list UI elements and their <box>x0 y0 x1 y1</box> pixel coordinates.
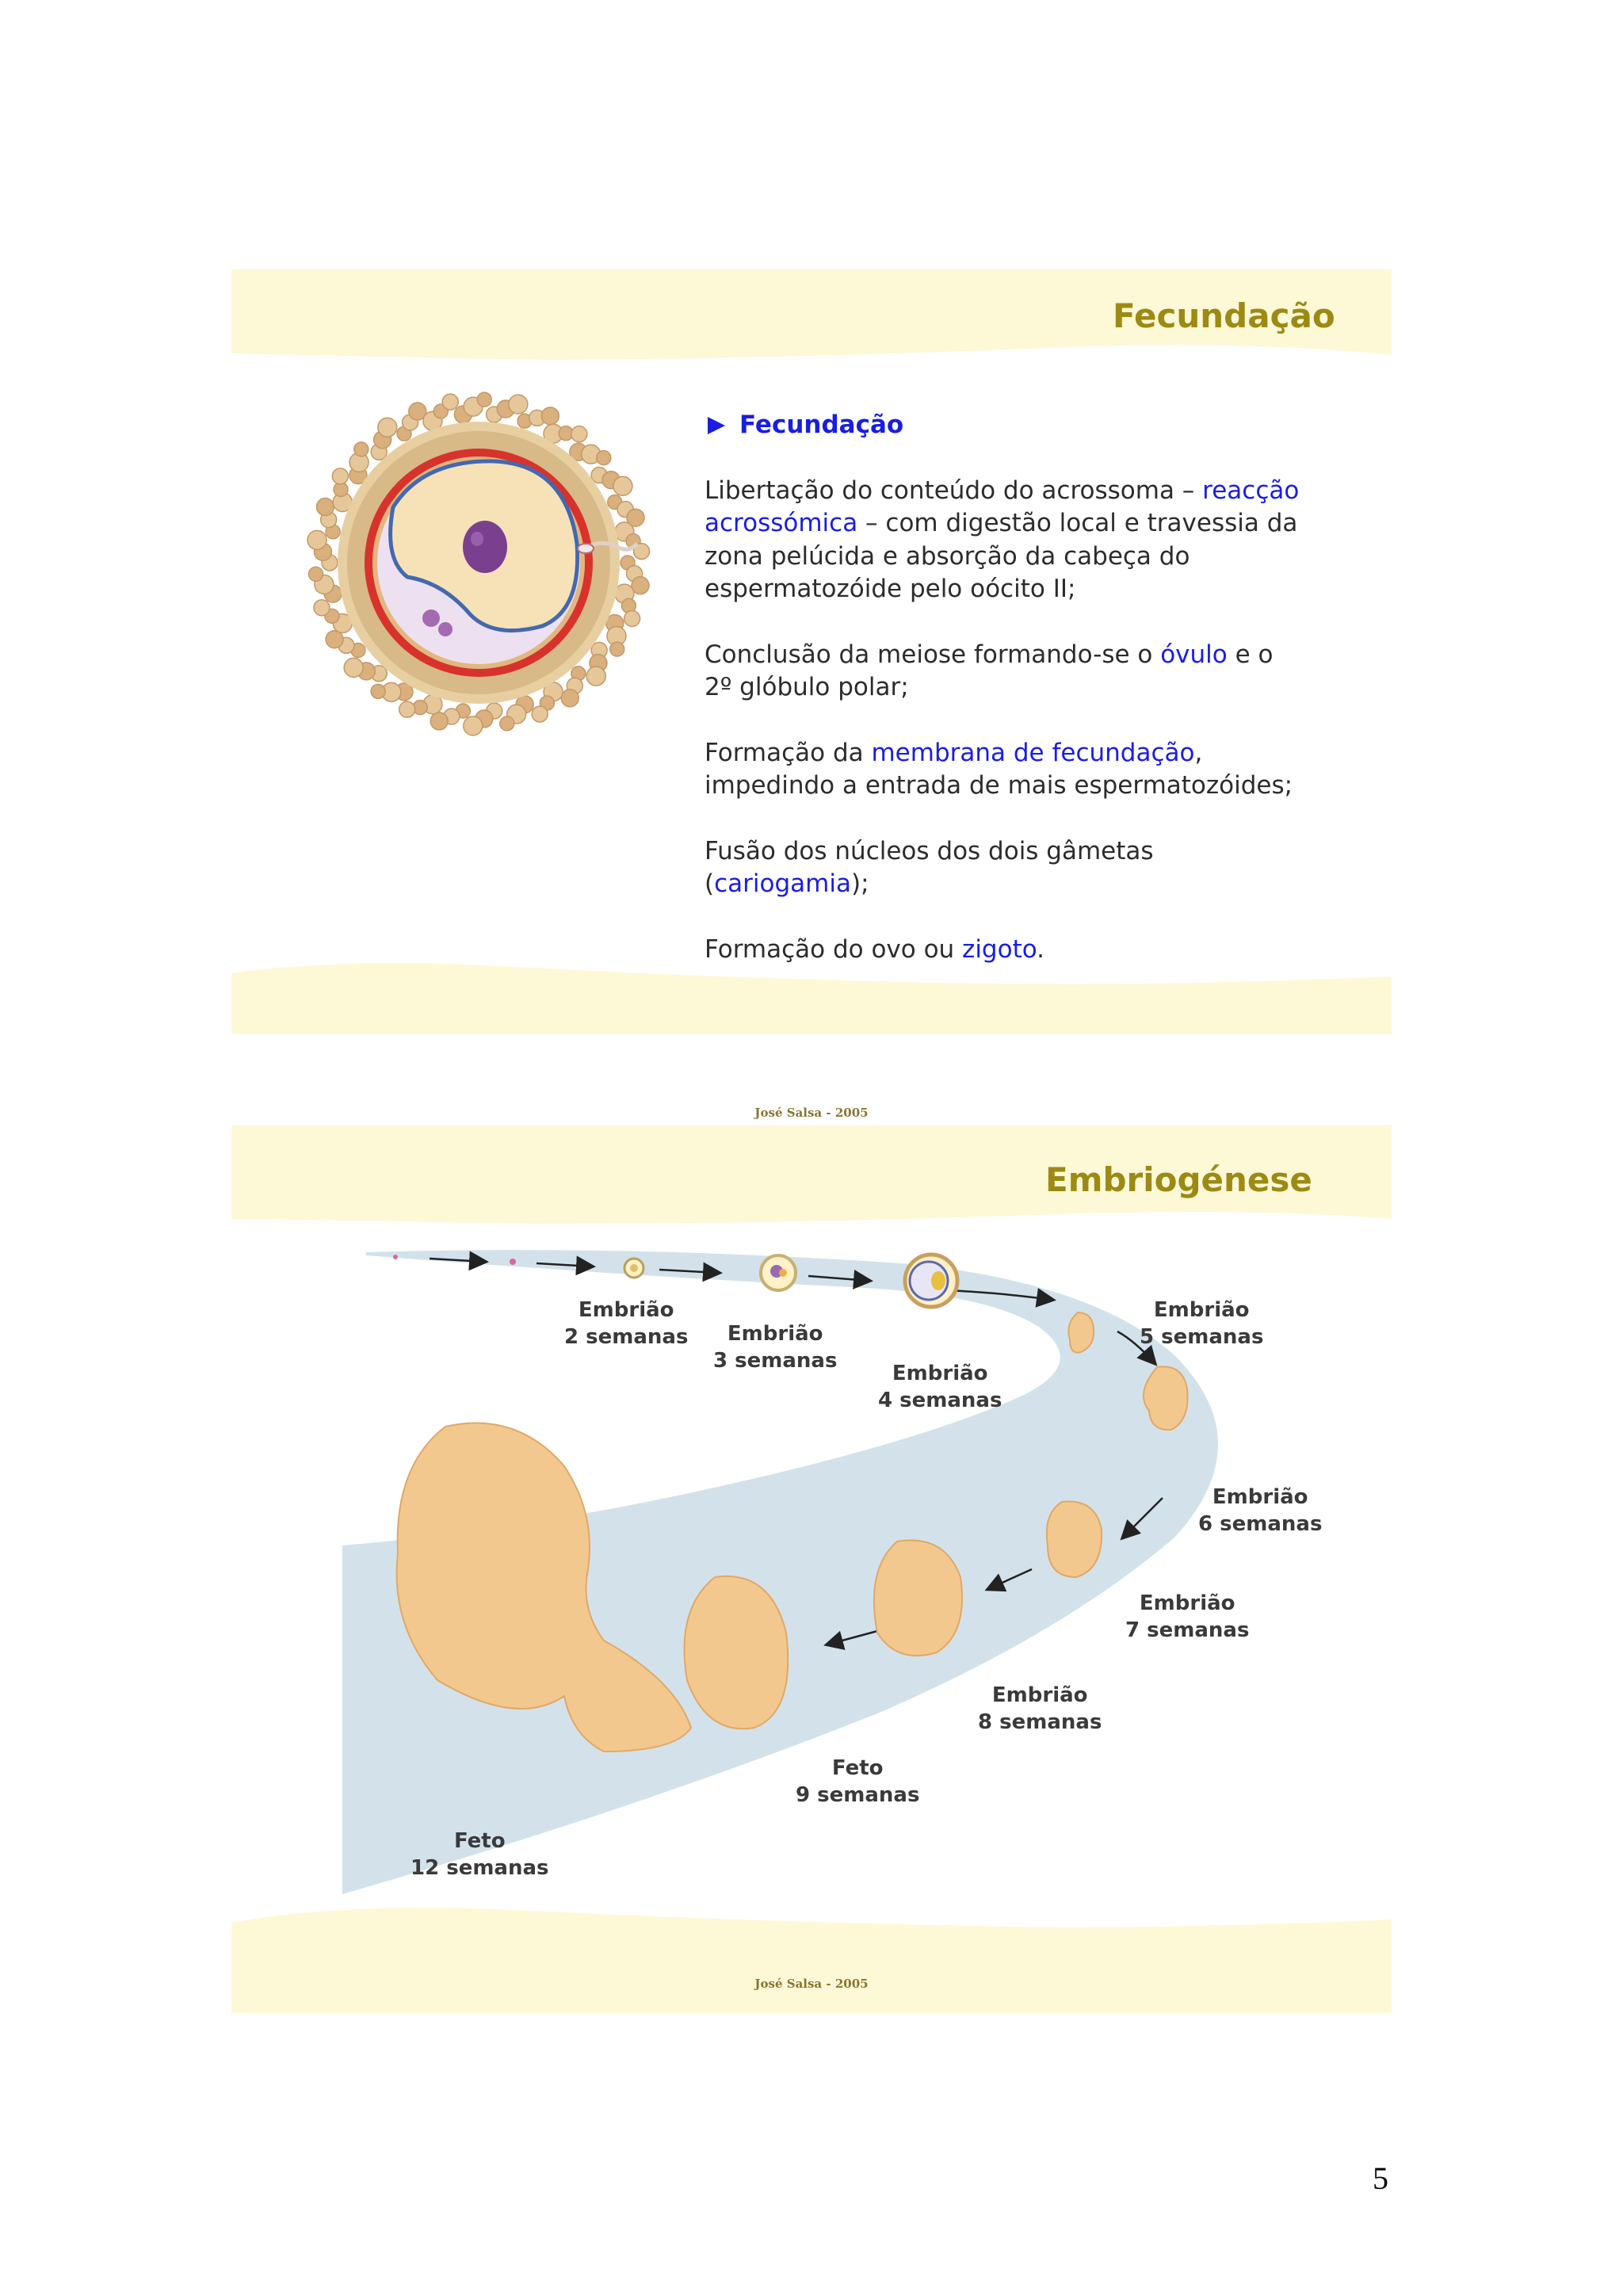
corona-cell <box>508 394 529 415</box>
stage-name: Embrião <box>1139 1591 1235 1615</box>
slide-background <box>231 1125 1392 2013</box>
stage-age: 9 semanas <box>796 1783 920 1807</box>
text-segment: e o 2º glóbulo polar; <box>705 640 1274 702</box>
paragraph-karyogamy: Fusão dos núcleos dos dois gâmetas (cari… <box>705 835 1307 901</box>
corona-cell <box>560 689 579 708</box>
stage-name: Embrião <box>1153 1298 1250 1322</box>
stage-age: 6 semanas <box>1198 1512 1323 1536</box>
oocyte-illustration <box>307 392 651 736</box>
stage-label-12w: Feto 12 semanas <box>411 1828 549 1881</box>
corona-cell <box>476 392 492 407</box>
corona-cell <box>613 476 633 497</box>
corona-cell <box>307 566 324 583</box>
corona-cell <box>631 575 650 595</box>
stage-age: 4 semanas <box>878 1389 1002 1412</box>
corona-cell <box>370 683 386 700</box>
corona-cell <box>398 701 416 718</box>
stage-label-5w: Embrião 5 semanas <box>1140 1297 1263 1350</box>
highlight-term: óvulo <box>1160 640 1228 669</box>
corona-cell <box>626 508 645 527</box>
corona-cell <box>353 441 369 457</box>
stage-age: 2 semanas <box>564 1325 689 1349</box>
stage-age: 12 semanas <box>411 1856 549 1880</box>
slide-background <box>231 269 1392 1034</box>
corona-cell <box>499 716 515 732</box>
corona-cell <box>331 468 349 485</box>
stage-age: 8 semanas <box>978 1710 1102 1734</box>
stage-name: Feto <box>453 1829 506 1853</box>
text-segment: Formação do ovo ou <box>705 934 963 964</box>
corona-cell <box>609 641 625 657</box>
corona-cell <box>463 716 483 736</box>
text-segment: Formação da <box>705 738 872 767</box>
corona-cell <box>586 666 606 686</box>
highlight-term: reacção acrossómica <box>705 476 1300 538</box>
corona-cell <box>623 609 641 628</box>
text-segment: Conclusão da meiose formando-se o <box>705 640 1161 669</box>
embryo-stages-illustration <box>393 1251 1189 1753</box>
triangle-bullet-icon <box>708 416 725 434</box>
text-segment: Fusão dos núcleos dos dois gâmetas ( <box>705 836 1154 899</box>
morula-dot <box>510 1259 516 1265</box>
corona-cell <box>313 599 330 617</box>
stage-label-9w: Feto 9 semanas <box>796 1755 919 1809</box>
stage-name: Embrião <box>578 1298 674 1322</box>
stage-age: 7 semanas <box>1125 1618 1250 1642</box>
section-heading: Fecundação <box>705 409 1307 442</box>
corona-cell <box>632 542 651 560</box>
highlight-term: membrana de fecundação <box>871 738 1195 767</box>
corona-cell <box>307 529 327 551</box>
slide-title: Fecundação <box>1113 296 1335 335</box>
text-segment: – com digestão local e travessia da zona… <box>705 509 1298 603</box>
page-number: 5 <box>1373 2160 1388 2196</box>
stage-name: Feto <box>831 1756 884 1780</box>
slide1-footer: José Salsa - 2005 <box>754 1106 869 1120</box>
corona-cell <box>315 497 335 517</box>
corona-cell <box>596 449 612 466</box>
highlight-term: zigoto <box>962 934 1037 964</box>
corona-radiata <box>307 392 651 736</box>
stage-age: 3 semanas <box>713 1349 838 1373</box>
stage-name: Embrião <box>727 1322 823 1346</box>
slide-embriogenese: Embriogénese <box>231 1125 1392 2013</box>
fecundacao-text: Fecundação Libertação do conteúdo do acr… <box>705 409 1307 999</box>
stage-name: Embrião <box>892 1362 988 1385</box>
corona-cell <box>531 705 548 723</box>
corona-cell <box>540 407 560 426</box>
stage-label-4w: Embrião 4 semanas <box>878 1360 1002 1414</box>
corona-cell <box>430 712 449 731</box>
stage-label-7w: Embrião 7 semanas <box>1125 1590 1249 1644</box>
stage-age: 5 semanas <box>1140 1325 1264 1349</box>
blastocyst-2w <box>623 1257 645 1279</box>
corona-cell <box>377 417 398 437</box>
stage-label-3w: Embrião 3 semanas <box>713 1320 837 1374</box>
text-segment: . <box>1037 934 1045 964</box>
paragraph-membrane: Formação da membrana de fecundação, impe… <box>705 737 1307 803</box>
slide-fecundacao: Fecundação Fecundação Libertação do cont… <box>231 269 1392 1034</box>
paragraph-acrosome: Libertação do conteúdo do acrossoma – re… <box>705 475 1307 606</box>
embryo-figures <box>395 1311 1189 1753</box>
corona-cell <box>343 657 364 678</box>
corona-cell <box>408 402 427 421</box>
stage-label-2w: Embrião 2 semanas <box>564 1297 688 1350</box>
zygote-dot <box>393 1255 398 1259</box>
stage-name: Embrião <box>991 1683 1088 1707</box>
embryo-3w <box>759 1254 797 1292</box>
text-segment: , impedindo a entrada de mais espermatoz… <box>705 738 1293 800</box>
paragraph-zygote: Formação do ovo ou zigoto. <box>705 934 1307 967</box>
stage-label-6w: Embrião 6 semanas <box>1198 1484 1322 1538</box>
embryo-4w <box>903 1252 960 1309</box>
corona-cell <box>325 629 344 649</box>
stage-label-8w: Embrião 8 semanas <box>978 1682 1102 1736</box>
text-segment: Libertação do conteúdo do acrossoma – <box>705 476 1203 505</box>
highlight-term: cariogamia <box>714 869 851 898</box>
paragraph-meiosis: Conclusão da meiose formando-se o óvulo … <box>705 639 1307 705</box>
slide2-footer: José Salsa - 2005 <box>754 1977 869 1991</box>
section-heading-label: Fecundação <box>739 411 904 439</box>
corona-cell <box>441 393 459 411</box>
text-segment: ); <box>850 869 869 898</box>
slide-title: Embriogénese <box>1045 1160 1312 1199</box>
corona-cell <box>571 425 588 443</box>
stage-name: Embrião <box>1212 1485 1308 1509</box>
